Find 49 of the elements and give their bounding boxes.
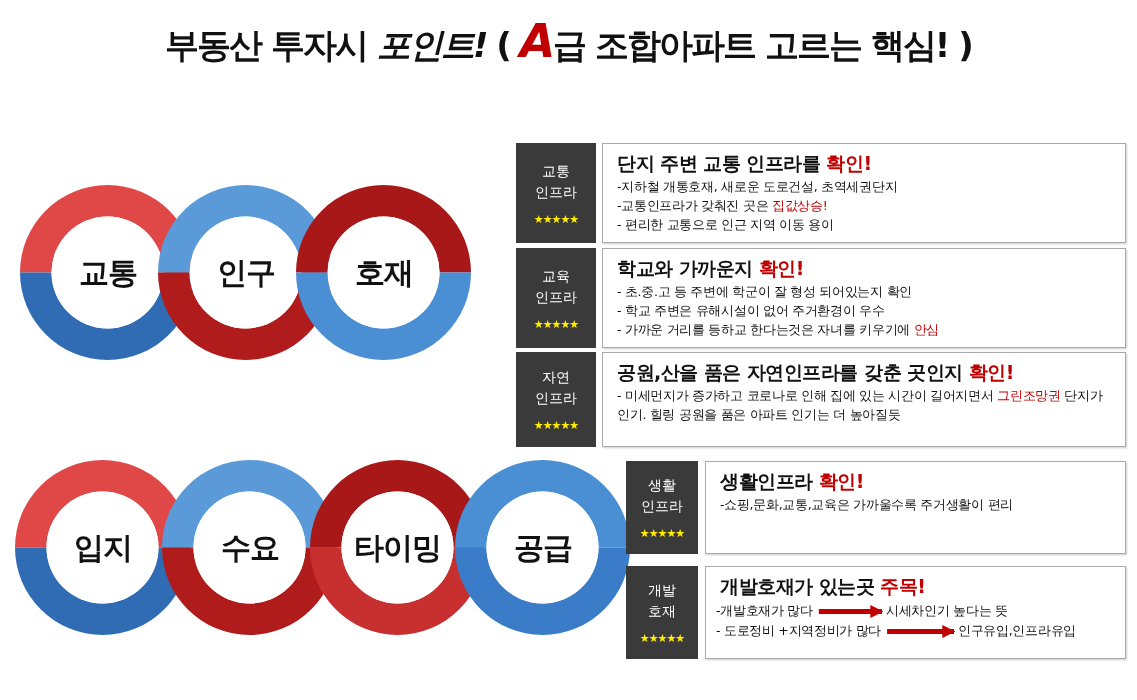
category-tag: [516, 143, 596, 243]
bullet-text: - 도로정비 +지역정비가 많다: [716, 623, 882, 640]
ring-circle: [296, 185, 471, 360]
bullet-text: 시세차인기 높다는 뜻: [886, 603, 1008, 620]
ring-label: 수요: [220, 528, 279, 566]
card-heading: 개발호재가 있는곳 주목!: [720, 574, 927, 599]
ring-label: 인구: [216, 253, 275, 291]
ring-label: 타이밍: [354, 528, 441, 566]
bullet-text: -교통인프라가 갖춰진 곳은 집값상승!: [617, 197, 829, 215]
ring-circle: [455, 460, 630, 635]
category-label: 자연 인프라: [534, 368, 578, 408]
ring-label: 교통: [78, 253, 137, 291]
ring-label: 호재: [354, 253, 413, 291]
arrow: [887, 625, 956, 638]
bullet-text: - 미세먼지가 증가하고 코로나로 인해 집에 있는 시간이 길어지면서 그린조망권 단지가 인기. 힐링 공원을 품은 아파트 인기는 더 높아질듯: [617, 387, 1104, 424]
star-rating: ★★★★★: [533, 212, 579, 226]
bullet-text: -쇼핑,문화,교통,교육은 가까울수록 주거생활이 편리: [720, 496, 1014, 514]
category-label: 교통 인프라: [534, 161, 578, 202]
bullet-text: -지하철 개통호재, 새로운 도로건설, 초역세권단지: [617, 178, 899, 196]
category-label: 개발 호재: [647, 581, 677, 621]
info-card: [602, 143, 1126, 243]
card-heading: 생활인프라 확인!: [720, 469, 865, 494]
category-label: 교육 인프라: [534, 266, 578, 307]
star-rating: ★★★★★: [533, 419, 579, 432]
info-card: [705, 566, 1126, 659]
category-tag: [626, 461, 698, 554]
bullet-text: - 초.중.고 등 주변에 학군이 잘 형성 되어있는지 확인: [617, 283, 913, 301]
bullet-text: - 가까운 거리를 등하교 한다는것은 자녀를 키우기에 안심: [617, 321, 941, 339]
bullet-text: 인구유입,인프라유입: [958, 623, 1076, 640]
star-rating: ★★★★★: [639, 632, 685, 645]
bullet-text: - 학교 주변은 유해시설이 없어 주거환경이 우수: [617, 302, 886, 320]
title: 부동산 투자시 포인트! ( A급 조합아파트 고르는 핵심! ): [164, 14, 973, 69]
card-heading: 단지 주변 교통 인프라를 확인!: [617, 151, 873, 176]
star-rating: ★★★★★: [533, 317, 579, 331]
category-tag: [626, 566, 698, 659]
bullet-text: - 편리한 교통으로 인근 지역 이동 용이: [617, 216, 835, 234]
ring-label: 공급: [513, 528, 572, 566]
card-heading: 학교와 가까운지 확인!: [617, 256, 805, 281]
category-label: 생활 인프라: [640, 476, 684, 516]
info-card: [705, 461, 1126, 554]
info-card: [602, 248, 1126, 348]
category-tag: [516, 248, 596, 348]
arrow: [818, 605, 884, 618]
info-card: [602, 352, 1126, 447]
ring-label: 입지: [73, 528, 132, 566]
star-rating: ★★★★★: [639, 527, 685, 540]
card-heading: 공원,산을 품은 자연인프라를 갖춘 곳인지 확인!: [617, 360, 1015, 385]
bullet-text: -개발호재가 많다: [716, 603, 813, 620]
category-tag: [516, 352, 596, 447]
